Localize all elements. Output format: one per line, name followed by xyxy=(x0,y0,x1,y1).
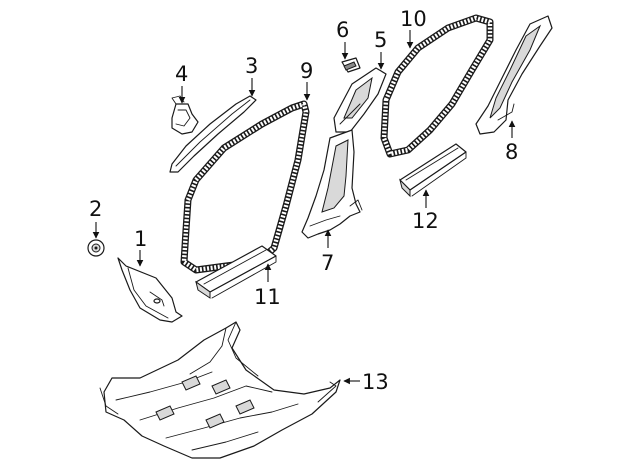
callout-1: 1 xyxy=(134,227,147,251)
callout-12: 12 xyxy=(412,209,439,233)
part-2-clip xyxy=(87,239,105,257)
part-7-center-pillar-lower xyxy=(301,129,363,239)
part-10-rear-door-weatherstrip xyxy=(380,14,494,158)
callout-6: 6 xyxy=(336,18,349,42)
part-5-center-pillar-upper xyxy=(333,67,387,133)
part-6-cover xyxy=(341,57,361,73)
part-3-front-pillar-trim xyxy=(169,95,257,173)
callout-9: 9 xyxy=(300,59,313,83)
callout-7: 7 xyxy=(321,251,334,275)
callout-3: 3 xyxy=(245,54,258,78)
callout-10: 10 xyxy=(400,7,427,31)
callout-11: 11 xyxy=(254,285,281,309)
part-1-kick-panel xyxy=(117,257,183,323)
part-9-front-door-weatherstrip xyxy=(180,100,310,274)
part-11-front-scuff-plate xyxy=(195,245,277,299)
callout-labels: 1 2 3 4 5 6 7 8 9 10 11 12 13 xyxy=(89,7,518,394)
part-8-rear-pillar-trim xyxy=(475,15,553,135)
callout-2: 2 xyxy=(89,197,102,221)
callout-13: 13 xyxy=(362,370,389,394)
callout-4: 4 xyxy=(175,62,188,86)
part-13-floor-carpet xyxy=(99,321,341,459)
callout-5: 5 xyxy=(374,28,387,52)
part-4-bracket xyxy=(171,95,199,135)
leader-lines xyxy=(92,30,516,385)
part-12-rear-scuff-plate xyxy=(399,143,467,198)
callout-8: 8 xyxy=(505,140,518,164)
